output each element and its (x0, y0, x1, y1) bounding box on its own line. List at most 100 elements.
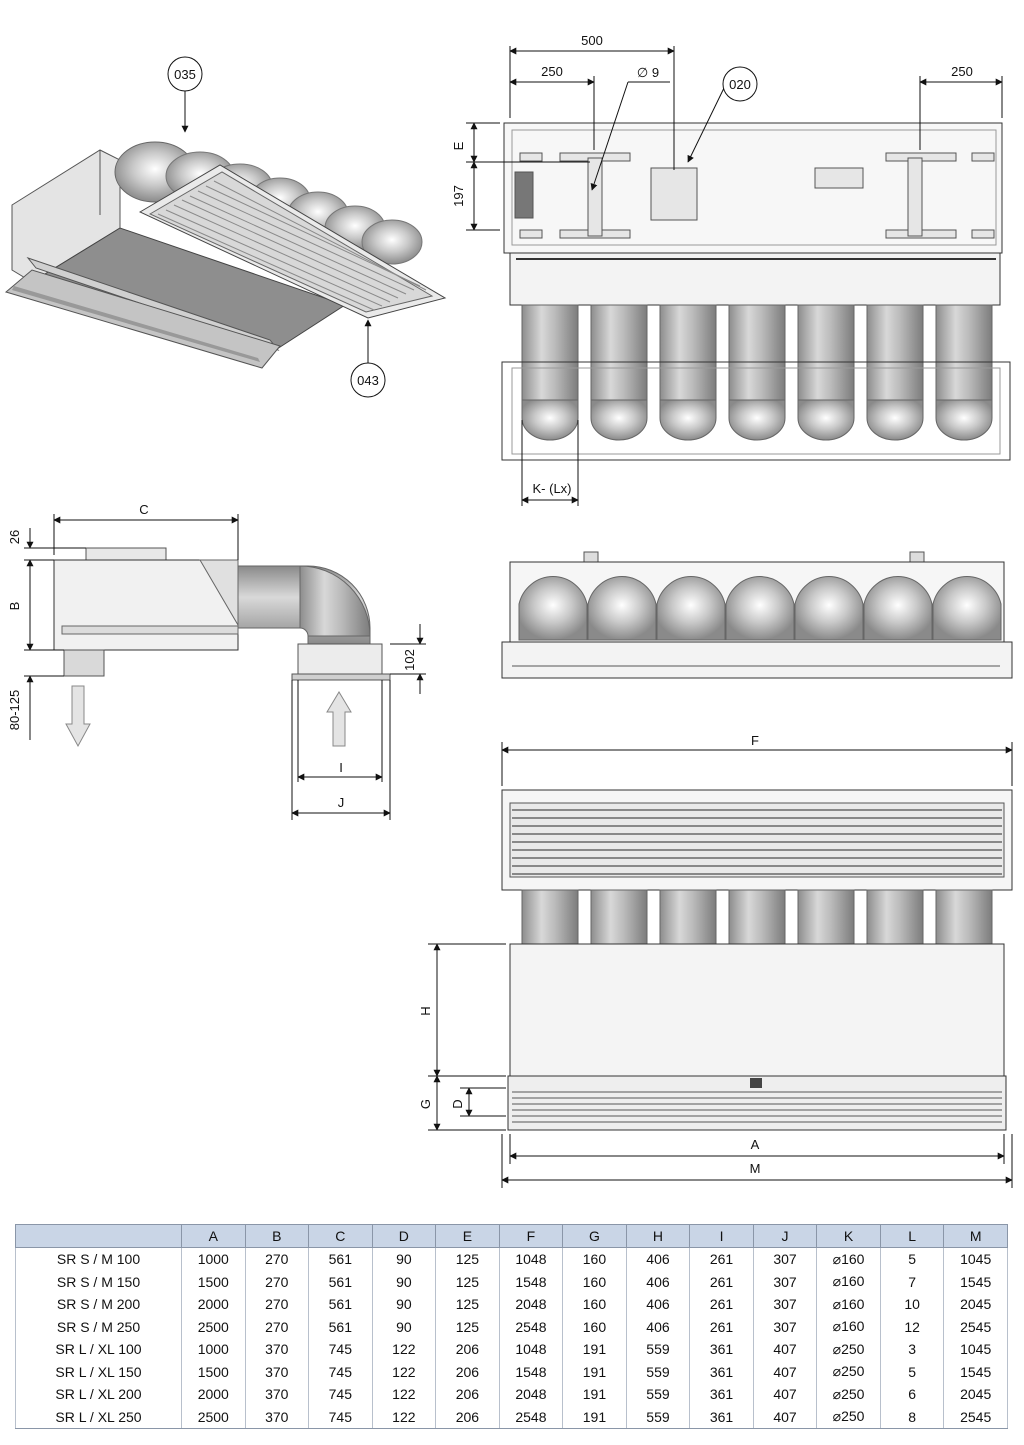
table-cell: 1048 (498, 1247, 564, 1271)
table-cell: 307 (752, 1270, 818, 1293)
isometric-view (4, 141, 447, 369)
table-cell: 559 (625, 1405, 691, 1429)
table-header: A (181, 1224, 246, 1248)
dim-M: M (750, 1161, 761, 1176)
table-header: E (435, 1224, 500, 1248)
table-cell: 160 (562, 1293, 627, 1316)
table-cell: 1545 (943, 1270, 1008, 1293)
table-cell: 125 (435, 1315, 500, 1338)
table-cell: 1000 (181, 1338, 246, 1361)
table-cell: 5 (879, 1360, 945, 1383)
table-cell: 12 (879, 1315, 945, 1338)
table-header: M (943, 1224, 1008, 1248)
table-cell: 191 (562, 1360, 627, 1383)
table-cell: 2000 (181, 1293, 246, 1316)
table-cell: 261 (689, 1293, 754, 1316)
table-cell: 2045 (943, 1293, 1008, 1316)
table-cell: 90 (371, 1270, 437, 1293)
dim-J: J (338, 795, 345, 810)
table-cell: 559 (625, 1360, 691, 1383)
table-cell: 1045 (943, 1247, 1008, 1271)
side-view-dimensions (24, 514, 426, 820)
table-cell: 6 (879, 1383, 945, 1406)
dim-A: A (751, 1137, 760, 1152)
table-cell: 1048 (498, 1338, 564, 1361)
table-cell: ⌀250 (816, 1405, 881, 1429)
table-cell: 125 (435, 1293, 500, 1316)
table-cell: 745 (308, 1383, 373, 1406)
table-cell: 307 (752, 1315, 818, 1338)
table-cell: 270 (244, 1315, 310, 1338)
table-cell-model: SR L / XL 250 (15, 1405, 182, 1429)
dim-C: C (139, 502, 148, 517)
table-cell: 2545 (943, 1405, 1008, 1429)
rear-view (501, 551, 1013, 679)
side-view (53, 547, 391, 748)
table-cell: 261 (689, 1270, 754, 1293)
table-cell: 125 (435, 1247, 500, 1271)
table-cell: 206 (435, 1360, 500, 1383)
dim-B: B (7, 602, 22, 611)
table-cell: 2548 (498, 1315, 564, 1338)
table-cell-model: SR S / M 150 (15, 1270, 182, 1293)
top-view (501, 122, 1011, 461)
dim-H: H (418, 1006, 433, 1015)
table-cell: 1045 (943, 1338, 1008, 1361)
table-cell: 407 (752, 1383, 818, 1406)
technical-drawing: 035 043 (4, 33, 1013, 1188)
dim-102: 102 (402, 649, 417, 671)
table-cell: 361 (689, 1360, 754, 1383)
table-cell: 1500 (181, 1270, 246, 1293)
table-header: D (371, 1224, 437, 1248)
table-cell: 125 (435, 1270, 500, 1293)
table-cell-model: SR L / XL 200 (15, 1383, 182, 1406)
table-cell: 406 (625, 1293, 691, 1316)
table-cell: ⌀250 (816, 1338, 881, 1361)
dim-500: 500 (581, 33, 603, 48)
table-header: H (625, 1224, 691, 1248)
table-cell-model: SR S / M 100 (15, 1247, 182, 1271)
ref-035-label: 035 (174, 67, 196, 82)
table-cell: 370 (244, 1405, 310, 1429)
callout-020: 020 (722, 66, 758, 102)
dim-26: 26 (7, 530, 22, 544)
table-cell: 361 (689, 1338, 754, 1361)
table-cell: 361 (689, 1405, 754, 1429)
table-cell: 90 (371, 1293, 437, 1316)
dim-K-Lx: K- (Lx) (533, 481, 572, 496)
table-cell: 745 (308, 1338, 373, 1361)
top-view-dimension-labels: 500 250 250 ∅ 9 E 197 K- (Lx) (451, 33, 973, 496)
ref-043-label: 043 (357, 373, 379, 388)
table-cell: 10 (879, 1293, 945, 1316)
dim-197: 197 (451, 185, 466, 207)
table-cell: 160 (562, 1247, 627, 1271)
table-header: J (752, 1224, 818, 1248)
table-cell: 745 (308, 1405, 373, 1429)
table-cell: 1000 (181, 1247, 246, 1271)
table-header: G (562, 1224, 627, 1248)
side-view-dimension-labels: C 26 B 80-125 102 I J (7, 502, 417, 810)
table-cell: 561 (308, 1293, 373, 1316)
table-cell: 559 (625, 1383, 691, 1406)
table-header-row: A B C D E F G H I J K L M (15, 1224, 1008, 1248)
table-cell: 307 (752, 1247, 818, 1271)
dim-250-right: 250 (951, 64, 973, 79)
front-view-dimensions (428, 742, 1013, 1188)
table-cell: 2000 (181, 1383, 246, 1406)
table-cell: 1548 (498, 1360, 564, 1383)
table-cell: 7 (879, 1270, 945, 1293)
table-cell: ⌀160 (816, 1270, 881, 1293)
table-header: F (498, 1224, 564, 1248)
front-view (501, 789, 1013, 1131)
table-cell: 407 (752, 1338, 818, 1361)
top-view-ducts (521, 304, 993, 418)
dim-G: G (418, 1099, 433, 1109)
table-cell: 407 (752, 1360, 818, 1383)
table-cell: 1545 (943, 1360, 1008, 1383)
